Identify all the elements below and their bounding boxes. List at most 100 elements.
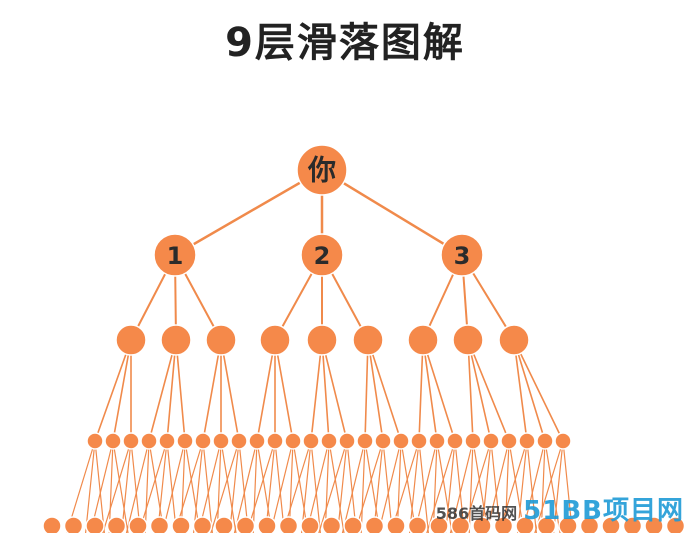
level4-node-20 <box>472 516 492 533</box>
level2-node-8 <box>498 324 530 356</box>
level3-node-24 <box>518 432 536 450</box>
level3-node-26 <box>554 432 572 450</box>
level4-node-19 <box>450 516 471 533</box>
tree-nodes: 你 1 2 3 <box>42 144 686 533</box>
level4-node-28 <box>644 516 664 533</box>
level4-node-23 <box>536 516 557 533</box>
level3-node-25 <box>536 432 554 450</box>
page-title: 9层滑落图解 <box>225 20 465 66</box>
level3-node-5 <box>176 432 194 450</box>
level4-node-14 <box>343 516 363 533</box>
level1-node-3 <box>440 233 484 277</box>
edge-l3-l4-8-0 <box>210 440 240 533</box>
edge-l3-l4-13-2 <box>328 440 345 533</box>
level4-node-22 <box>515 516 535 533</box>
edge-l2-l3-26 <box>513 339 564 442</box>
level4-node-9 <box>235 516 256 533</box>
level4-node-17 <box>407 516 428 533</box>
edge-l2-l3-25 <box>513 339 546 442</box>
level2-node-6 <box>407 324 439 356</box>
level4-node-15 <box>364 516 385 533</box>
level3-node-7 <box>212 432 230 450</box>
edge-l3-l4-19-2 <box>436 440 453 533</box>
level3-node-8 <box>230 432 248 450</box>
edge-l2-l3-0 <box>94 339 132 442</box>
level4-node-5 <box>149 516 170 533</box>
edge-l2-l3-9 <box>256 339 276 442</box>
edge-l2-l3-12 <box>310 339 323 442</box>
edge-l2-l3-16 <box>367 339 384 442</box>
edge-l2-l3-3 <box>148 339 177 442</box>
level2-node-5 <box>352 324 384 356</box>
edge-l3-l4-18-2 <box>418 440 429 533</box>
watermark-brand-logo: 51BB项目网 <box>523 496 684 526</box>
edge-l2-l3-18 <box>418 339 424 442</box>
level1-node-2 <box>300 233 344 277</box>
level2-node-0 <box>115 324 147 356</box>
level2-node-1 <box>160 324 192 356</box>
level4-node-13 <box>321 516 342 533</box>
level3-node-19 <box>428 432 446 450</box>
level4-node-2 <box>85 516 105 533</box>
edge-l2-l3-5 <box>175 339 186 442</box>
level2-node-7 <box>452 324 484 356</box>
level1-node-1 <box>153 233 197 277</box>
level4-node-10 <box>257 516 277 533</box>
edge-l2-l3-14 <box>321 339 348 442</box>
edge-l2-l3-17 <box>367 339 402 442</box>
watermark-site-text: 586首码网 <box>435 504 518 523</box>
level4-node-4 <box>128 516 148 533</box>
level4-node-21 <box>493 516 514 533</box>
level3-node-11 <box>284 432 302 450</box>
edge-l2-l3-4 <box>166 339 177 442</box>
level2-node-4 <box>306 324 338 356</box>
edge-l3-l4-24-2 <box>526 440 537 533</box>
level4-node-3 <box>106 516 127 533</box>
edge-l3-l4-1-2 <box>112 440 129 533</box>
edge-l3-l4-25-2 <box>544 440 561 533</box>
level3-node-16 <box>374 432 392 450</box>
level4-node-0 <box>42 516 62 533</box>
level4-node-6 <box>171 516 191 533</box>
level3-node-20 <box>446 432 464 450</box>
level1-node-label-3: 3 <box>454 242 471 270</box>
level4-node-29 <box>665 516 686 533</box>
level3-node-15 <box>356 432 374 450</box>
level3-node-18 <box>410 432 428 450</box>
level4-node-8 <box>214 516 234 533</box>
level3-node-13 <box>320 432 338 450</box>
edge-l2-l3-11 <box>274 339 294 442</box>
level4-node-12 <box>300 516 320 533</box>
level1-node-label-2: 2 <box>314 242 331 270</box>
level3-node-23 <box>500 432 518 450</box>
watermark: 586首码网 51BB项目网 <box>436 490 684 527</box>
level3-node-12 <box>302 432 320 450</box>
edge-l2-l3-21 <box>467 339 474 442</box>
edge-l3-l4-14-0 <box>318 440 348 533</box>
level3-node-22 <box>482 432 500 450</box>
edge-l2-l3-19 <box>422 339 438 442</box>
level1-node-label-1: 1 <box>167 242 184 270</box>
level4-node-16 <box>386 516 406 533</box>
edge-l2-l3-6 <box>202 339 222 442</box>
level4-node-24 <box>558 516 578 533</box>
edge-l2-l3-13 <box>321 339 330 442</box>
level3-node-21 <box>464 432 482 450</box>
root-node-label: 你 <box>307 154 336 187</box>
level2-node-3 <box>259 324 291 356</box>
level4-node-11 <box>278 516 299 533</box>
level3-node-1 <box>104 432 122 450</box>
edge-root-l1-0 <box>173 168 324 257</box>
edge-l3-l4-7-2 <box>220 440 237 533</box>
edge-l2-l3-20 <box>422 339 456 442</box>
level3-node-2 <box>122 432 140 450</box>
level3-node-14 <box>338 432 356 450</box>
edge-root-l1-2 <box>320 168 464 257</box>
edge-l3-l4-21-1 <box>468 440 474 533</box>
level3-node-4 <box>158 432 176 450</box>
level3-node-3 <box>140 432 158 450</box>
level4-node-27 <box>622 516 643 533</box>
level3-node-10 <box>266 432 284 450</box>
level3-node-9 <box>248 432 266 450</box>
